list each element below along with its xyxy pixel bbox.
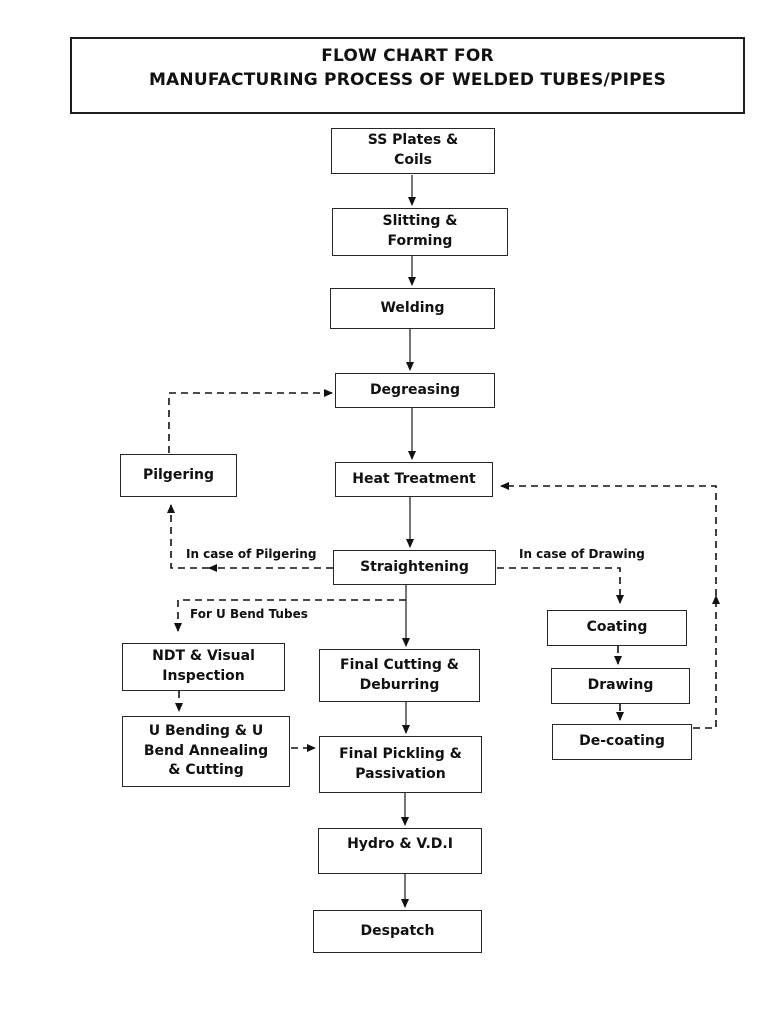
node-slitting-forming: Slitting & Forming [332, 208, 508, 256]
arrow-decoating-return-leg1 [693, 595, 720, 729]
arrow-decoating-to-heattreatment [500, 482, 717, 596]
dashed-flow-arrows [167, 389, 720, 752]
edge-label-for-u-bend-tubes: For U Bend Tubes [190, 607, 308, 621]
node-drawing: Drawing [551, 668, 690, 704]
arrow-pilgering-to-degreasing [168, 389, 333, 453]
title-box: FLOW CHART FOR MANUFACTURING PROCESS OF … [70, 37, 745, 114]
node-degreasing: Degreasing [335, 373, 495, 408]
node-despatch: Despatch [313, 910, 482, 953]
arrow-mainline-to-ndt [174, 599, 406, 632]
arrow-straightening-to-coating [497, 567, 624, 604]
node-u-bending: U Bending & U Bend Annealing & Cutting [122, 716, 290, 787]
node-hydro-vdi: Hydro & V.D.I [318, 828, 482, 874]
edge-label-in-case-of-pilgering: In case of Pilgering [186, 547, 317, 561]
node-coating: Coating [547, 610, 687, 646]
arrow-straightening-to-pilgering-leg2 [167, 504, 209, 569]
node-final-pickling-passivation: Final Pickling & Passivation [319, 736, 482, 793]
node-de-coating: De-coating [552, 724, 692, 760]
node-pilgering: Pilgering [120, 454, 237, 497]
edge-label-in-case-of-drawing: In case of Drawing [519, 547, 645, 561]
node-heat-treatment: Heat Treatment [335, 462, 493, 497]
node-final-cutting-deburring: Final Cutting & Deburring [319, 649, 480, 702]
node-ndt-visual-inspection: NDT & Visual Inspection [122, 643, 285, 691]
node-straightening: Straightening [333, 550, 496, 585]
node-ss-plates-coils: SS Plates & Coils [331, 128, 495, 174]
node-welding: Welding [330, 288, 495, 329]
solid-flow-arrows [401, 175, 416, 908]
